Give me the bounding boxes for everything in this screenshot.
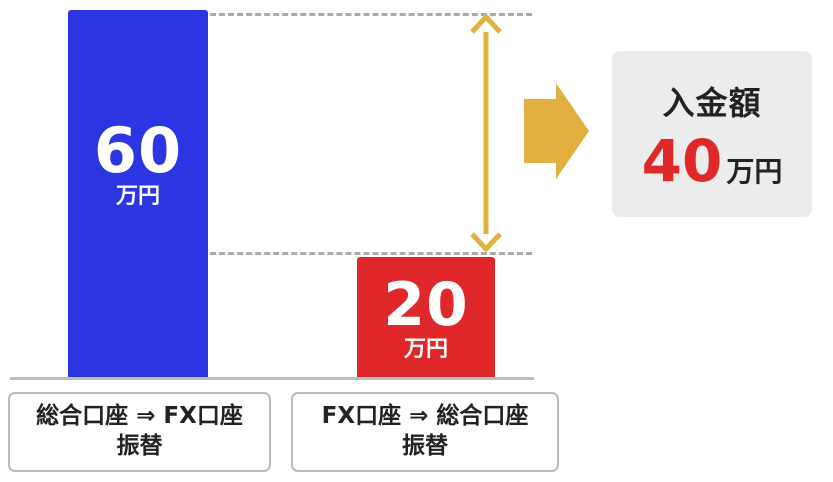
middle-dashed-line [210, 252, 532, 255]
left-transfer-label-line1: 総合口座 ⇒ FX口座 [36, 403, 243, 430]
right-transfer-label-line2: 振替 [402, 433, 448, 459]
baseline [10, 377, 534, 380]
right-arrow-icon [524, 83, 589, 179]
right-transfer-label-line1: FX口座 ⇒ 総合口座 [321, 403, 529, 430]
right-bar-unit: 万円 [403, 336, 448, 362]
right-transfer-label: FX口座 ⇒ 総合口座 振替 [291, 392, 559, 472]
right-bar-value: 20 [383, 269, 469, 340]
deposit-amount-value: 40 [641, 127, 723, 195]
left-bar-unit: 万円 [115, 184, 160, 209]
deposit-amount-title: 入金額 [662, 84, 762, 122]
deposit-amount-box: 入金額 40 万円 [612, 51, 812, 217]
left-transfer-label-line2: 振替 [116, 433, 163, 459]
deposit-amount-unit: 万円 [726, 155, 783, 188]
double-headed-arrow-icon [470, 13, 502, 253]
left-bar: 60 万円 [68, 10, 208, 378]
top-dashed-line [210, 13, 532, 16]
left-transfer-label: 総合口座 ⇒ FX口座 振替 [8, 392, 271, 472]
right-bar: 20 万円 [357, 257, 495, 378]
deposit-amount: 40 万円 [642, 132, 783, 190]
left-bar-value: 60 [93, 114, 183, 187]
